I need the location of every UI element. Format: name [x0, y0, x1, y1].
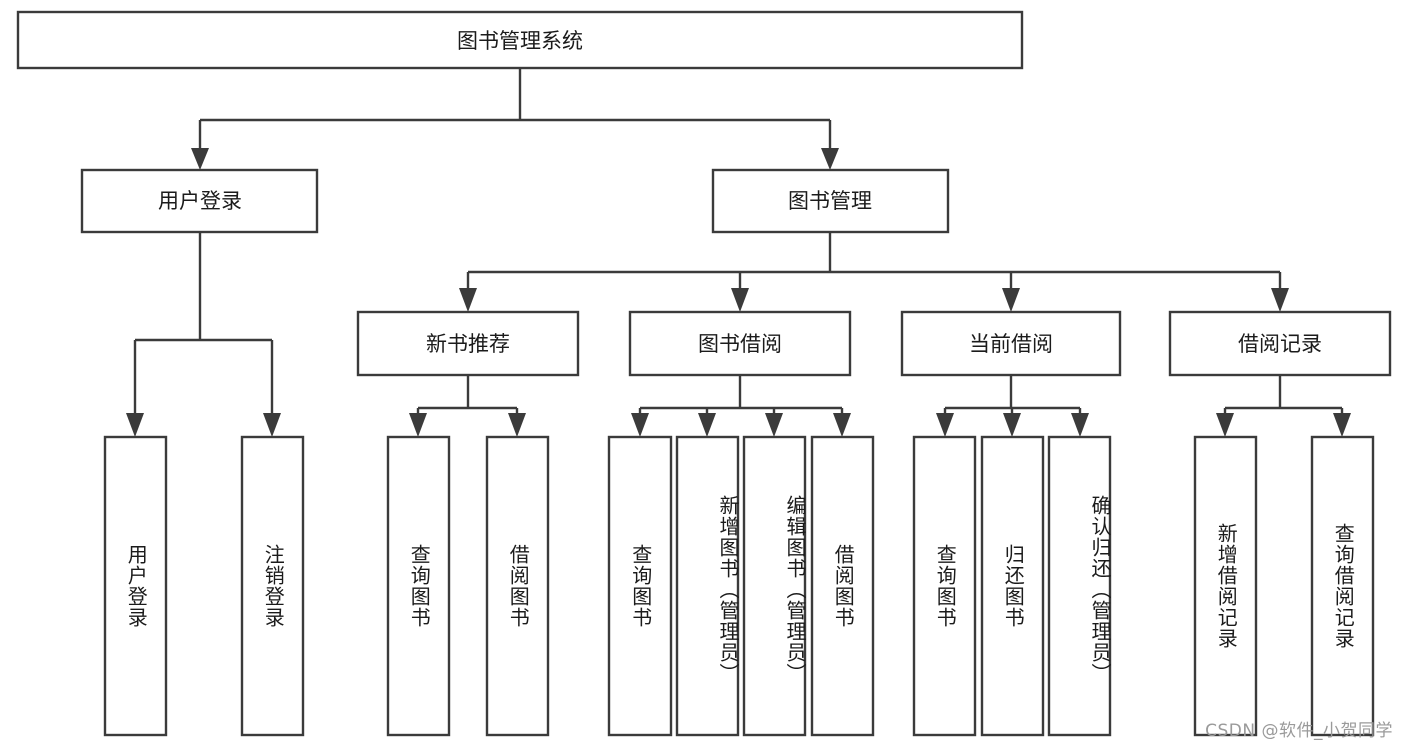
- node-root-book-management-system[interactable]: [16, 10, 1024, 70]
- node-layer: 图书管理系统 用户登录 图书管理 新书推荐 图书借阅 当前借阅 借阅记录: [16, 10, 1392, 737]
- node-leaf-record-query-record[interactable]: [1310, 435, 1375, 737]
- csdn-watermark: CSDN @软件_小贺同学: [1205, 721, 1393, 741]
- arrowhead-current-borrow: [1002, 288, 1020, 312]
- node-leaf-current-return-book[interactable]: [980, 435, 1045, 737]
- arrowhead-book-borrow: [731, 288, 749, 312]
- arrowhead-recommend-leaf-1: [409, 413, 427, 437]
- node-user-login[interactable]: [80, 168, 319, 234]
- connector-layer: [126, 68, 1351, 437]
- arrowhead-borrow-leaf-3: [765, 413, 783, 437]
- arrowhead-borrow-leaf-2: [698, 413, 716, 437]
- node-leaf-logout-login[interactable]: [240, 435, 305, 737]
- arrowhead-current-leaf-2: [1003, 413, 1021, 437]
- node-leaf-borrow-query-book[interactable]: [607, 435, 673, 737]
- arrowhead-new-book-recommend: [459, 288, 477, 312]
- arrowhead-record-leaf-2: [1333, 413, 1351, 437]
- node-borrow-record[interactable]: [1168, 310, 1392, 377]
- arrowhead-recommend-leaf-2: [508, 413, 526, 437]
- node-new-book-recommend[interactable]: [356, 310, 580, 377]
- node-book-management[interactable]: [711, 168, 950, 234]
- arrowhead-book-mgmt: [821, 148, 839, 170]
- arrowhead-user-login: [191, 148, 209, 170]
- node-new-book-recommend-label: 新书推荐: [426, 332, 510, 356]
- node-leaf-borrow-edit-book-admin[interactable]: [742, 435, 807, 737]
- node-leaf-recommend-borrow-book[interactable]: [485, 435, 550, 737]
- arrowhead-borrow-record: [1271, 288, 1289, 312]
- node-book-borrow[interactable]: [628, 310, 852, 377]
- arrowhead-borrow-leaf-4: [833, 413, 851, 437]
- node-leaf-borrow-add-book-admin[interactable]: [675, 435, 740, 737]
- arrowhead-current-leaf-1: [936, 413, 954, 437]
- arrowhead-record-leaf-1: [1216, 413, 1234, 437]
- arrowhead-leaf-user-login: [126, 413, 144, 437]
- node-book-management-label: 图书管理: [788, 189, 872, 213]
- node-leaf-record-add-record[interactable]: [1193, 435, 1258, 737]
- node-leaf-user-login[interactable]: [103, 435, 168, 737]
- node-user-login-label: 用户登录: [158, 189, 242, 213]
- node-root-label: 图书管理系统: [457, 29, 583, 53]
- node-leaf-borrow-borrow-book[interactable]: [810, 435, 875, 737]
- node-current-borrow[interactable]: [900, 310, 1122, 377]
- node-leaf-current-confirm-return-admin[interactable]: [1047, 435, 1112, 737]
- arrowhead-leaf-logout: [263, 413, 281, 437]
- node-borrow-record-label: 借阅记录: [1238, 332, 1322, 356]
- node-leaf-recommend-query-book[interactable]: [386, 435, 451, 737]
- node-current-borrow-label: 当前借阅: [969, 332, 1053, 356]
- arrowhead-current-leaf-3: [1071, 413, 1089, 437]
- arrowhead-borrow-leaf-1: [631, 413, 649, 437]
- node-leaf-current-query-book[interactable]: [912, 435, 977, 737]
- node-book-borrow-label: 图书借阅: [698, 332, 782, 356]
